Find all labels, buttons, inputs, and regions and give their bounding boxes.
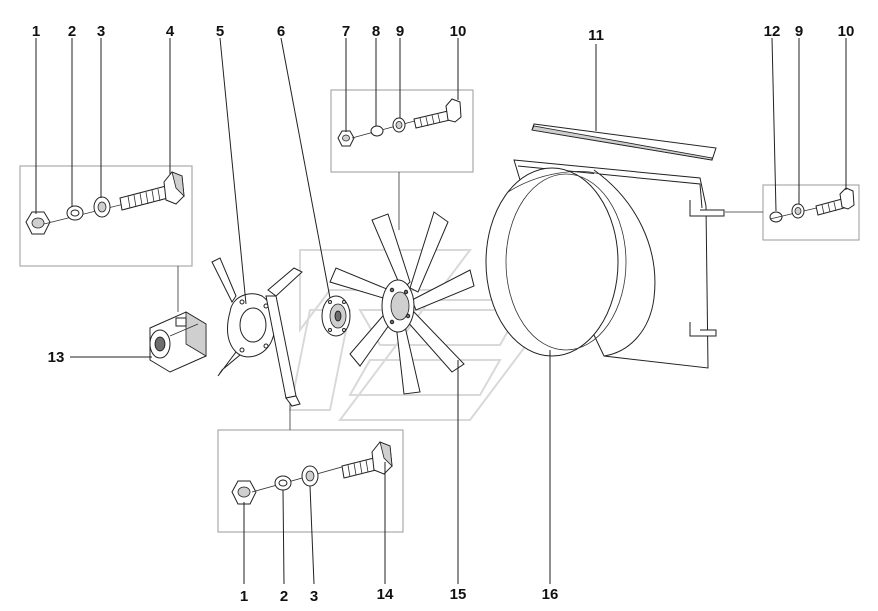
callout-2-bottom: 2	[280, 588, 288, 605]
flat-washer-part-9-mid	[392, 117, 406, 133]
callout-16: 16	[542, 586, 559, 603]
callout-15: 15	[450, 586, 467, 603]
cooling-fan-part-15	[329, 211, 475, 395]
callout-10-mid: 10	[450, 23, 467, 40]
callout-4: 4	[166, 23, 175, 40]
callout-9-mid: 9	[396, 23, 404, 40]
flat-washer-part-3-top	[93, 196, 111, 218]
callout-6: 6	[277, 23, 285, 40]
bolt-part-10-right	[815, 187, 855, 216]
fan-hub-part-6	[321, 295, 351, 337]
callout-10-right: 10	[838, 23, 855, 40]
mounting-bracket-part-5	[211, 257, 276, 377]
lock-washer-part-2-bottom	[274, 475, 292, 491]
hardware-group-box-right	[762, 184, 860, 241]
callout-13: 13	[48, 349, 65, 366]
callout-5: 5	[216, 23, 224, 40]
seal-strip-part-11	[531, 123, 717, 161]
hardware-group-box-bottom	[217, 429, 404, 533]
bolt-part-14	[341, 441, 393, 479]
flat-washer-part-3-bottom	[301, 465, 319, 487]
callout-12: 12	[764, 23, 781, 40]
callout-3-top: 3	[97, 23, 105, 40]
lock-washer-part-2-top	[66, 205, 84, 221]
hardware-group-box-top	[330, 89, 474, 173]
lock-washer-part-12	[769, 211, 783, 223]
lock-washer-part-8	[370, 125, 384, 137]
fan-shroud-part-16	[485, 159, 725, 369]
nut-part-1-bottom	[231, 480, 257, 505]
callout-9-right: 9	[795, 23, 803, 40]
callout-7: 7	[342, 23, 350, 40]
callout-14: 14	[377, 586, 394, 603]
callout-1-bottom: 1	[240, 588, 248, 605]
bolt-part-10-mid	[413, 98, 462, 129]
hydraulic-pump-part-13	[149, 311, 207, 373]
callout-3-bottom: 3	[310, 588, 318, 605]
nut-part-7	[337, 130, 355, 147]
callout-1-top: 1	[32, 23, 40, 40]
nut-part-1-top	[25, 211, 51, 235]
hardware-group-box-left	[19, 165, 193, 267]
bolt-part-4	[119, 171, 185, 211]
flat-washer-part-9-right	[791, 203, 805, 219]
callout-8: 8	[372, 23, 380, 40]
mounting-bracket-rear	[265, 267, 303, 407]
callout-2-top: 2	[68, 23, 76, 40]
leader-lines	[35, 37, 847, 585]
callout-11: 11	[588, 27, 604, 44]
